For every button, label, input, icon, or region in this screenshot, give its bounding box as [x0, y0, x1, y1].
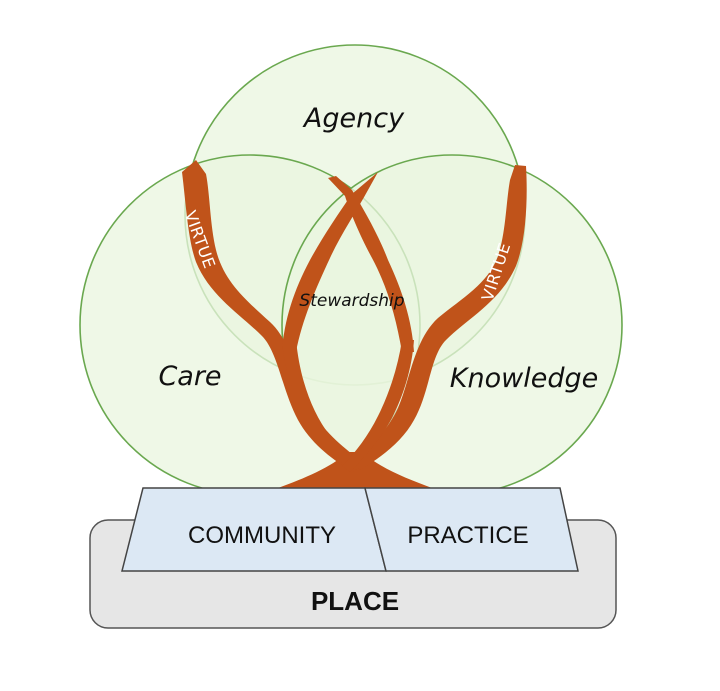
knowledge-label: Knowledge — [450, 363, 598, 394]
tree-lower-right-root — [342, 340, 414, 472]
tree-inner-arch-right — [282, 172, 378, 352]
practice-label: PRACTICE — [407, 522, 528, 549]
tree-left-branch — [182, 160, 362, 470]
tree-lower-left-root — [282, 340, 362, 472]
agency-label: Agency — [302, 103, 405, 134]
tree-right-branch — [350, 165, 527, 470]
care-label: Care — [158, 361, 221, 392]
place-label: PLACE — [311, 586, 399, 616]
community-label: COMMUNITY — [188, 522, 336, 549]
practice-box — [364, 487, 579, 572]
virtue-tree — [182, 160, 527, 488]
tree-inner-arch-left — [328, 176, 414, 352]
stewardship-label: Stewardship — [299, 291, 404, 311]
